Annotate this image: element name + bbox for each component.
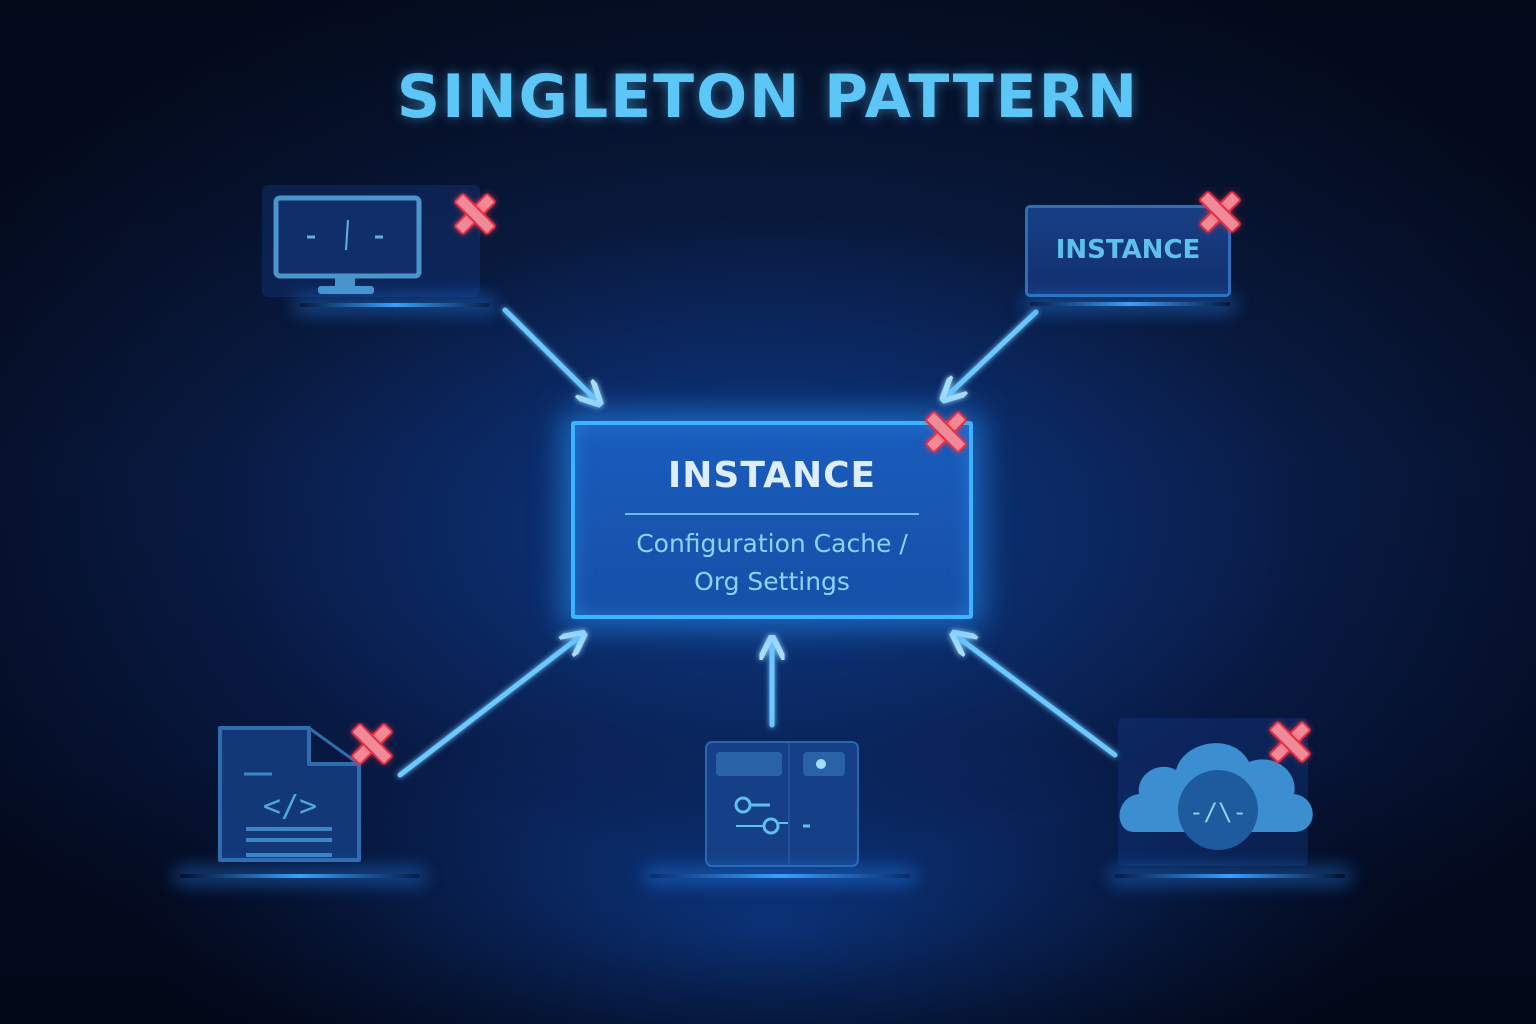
code-glyph: </>: [263, 789, 317, 824]
x-mark-icon: [924, 410, 964, 450]
floor-glow: [1115, 874, 1345, 878]
monitor-icon: [273, 195, 422, 294]
cloud-icon: -/\-: [1119, 743, 1313, 850]
x-mark-icon: [1198, 190, 1238, 230]
instance-copy-box: INSTANCE: [1025, 205, 1231, 297]
arrow-bottom-right: [955, 635, 1118, 758]
arrow-top-right: [945, 309, 1039, 398]
x-mark-icon: [1268, 720, 1308, 760]
x-mark-icon: [453, 192, 493, 232]
instance-copy-label: INSTANCE: [1055, 235, 1201, 265]
instance-description-line1: Configuration Cache /: [636, 529, 908, 558]
floor-glow: [300, 303, 490, 307]
floor-glow: [1030, 302, 1230, 306]
singleton-instance-box: INSTANCE Configuration Cache / Org Setti…: [571, 421, 973, 619]
code-file-icon: </>: [218, 726, 361, 862]
instance-description: Configuration Cache / Org Settings: [575, 525, 969, 601]
cloud-glyph: -/\-: [1189, 798, 1247, 826]
arrow-bottom-left: [397, 635, 582, 778]
arrow-top-left: [502, 307, 598, 402]
instance-title: INSTANCE: [667, 455, 877, 496]
page-title: SINGLETON PATTERN: [396, 62, 1140, 132]
instance-description-line2: Org Settings: [694, 567, 850, 596]
divider: [625, 513, 919, 515]
floor-glow: [180, 874, 420, 878]
floor-glow: [650, 874, 910, 878]
x-mark-icon: [350, 722, 390, 762]
settings-panel-icon: [705, 741, 859, 867]
